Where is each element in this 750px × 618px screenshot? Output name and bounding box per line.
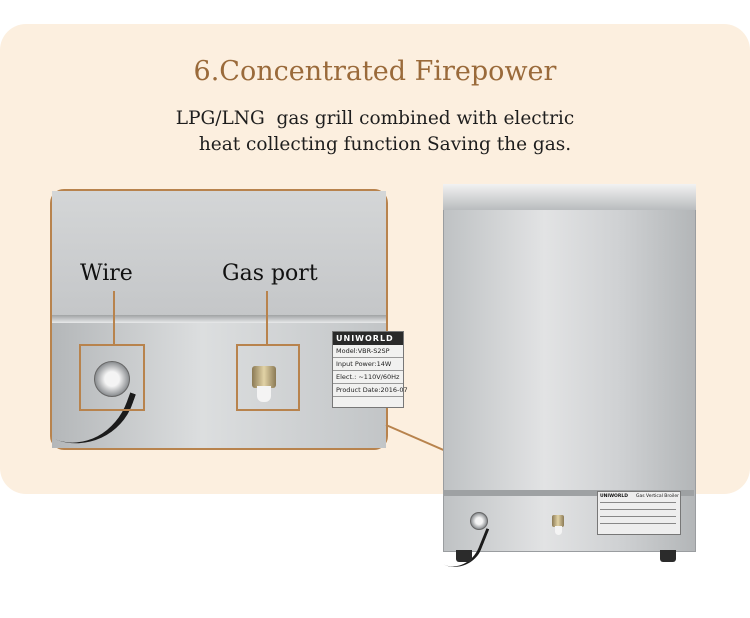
machine-gas-nozzle-icon xyxy=(555,526,562,535)
wire-socket-icon xyxy=(94,361,130,397)
machine-wire-socket-icon xyxy=(470,512,488,530)
machine-nameplate-title: Gas Vertical Broiler xyxy=(636,494,680,499)
page-title: 6.Concentrated Firepower xyxy=(193,56,557,87)
gas-port-leader-line xyxy=(266,291,268,345)
gas-port-icon xyxy=(252,366,276,388)
gas-port-label: Gas port xyxy=(222,261,318,286)
zoom-machine-ledge xyxy=(52,315,386,323)
nameplate-row: Product Date:2016-07 xyxy=(333,384,408,397)
wire-label: Wire xyxy=(80,261,133,286)
nameplate-divider xyxy=(600,502,676,503)
machine-gas-port-icon xyxy=(552,515,564,527)
broiler-panel-seam xyxy=(443,490,694,496)
nameplate-row: Input Power:14W xyxy=(333,358,403,371)
nameplate-row: Model:VBR-S2SP xyxy=(333,345,403,358)
wire-highlight-box xyxy=(79,344,145,411)
zoom-detail-view: Wire Gas port UNIWORLD Model:VBR-S2SP In… xyxy=(50,189,408,461)
wire-leader-line xyxy=(113,291,115,345)
zoom-machine-body xyxy=(52,191,386,319)
nameplate-divider xyxy=(600,523,676,524)
nameplate-divider xyxy=(600,509,676,510)
gas-port-nozzle-icon xyxy=(257,386,271,402)
zoom-nameplate: UNIWORLD Model:VBR-S2SP Input Power:14W … xyxy=(332,331,408,408)
machine-foot-left xyxy=(456,550,472,562)
nameplate-row: Elect.: ~110V/60Hz xyxy=(333,371,403,384)
broiler-top-lid xyxy=(443,184,696,210)
subtitle-line-1: LPG/LNG gas grill combined with electric xyxy=(175,108,575,129)
nameplate-divider xyxy=(600,516,676,517)
machine-foot-right xyxy=(660,550,676,562)
gas-port-highlight-box xyxy=(236,344,300,411)
nameplate-brand: UNIWORLD xyxy=(333,332,403,345)
page-subtitle: LPG/LNG gas grill combined with electric… xyxy=(0,106,750,158)
machine-nameplate-brand: UNIWORLD xyxy=(600,494,628,499)
subtitle-line-2: heat collecting function Saving the gas. xyxy=(198,134,572,155)
machine-nameplate: UNIWORLD Gas Vertical Broiler xyxy=(597,491,681,535)
